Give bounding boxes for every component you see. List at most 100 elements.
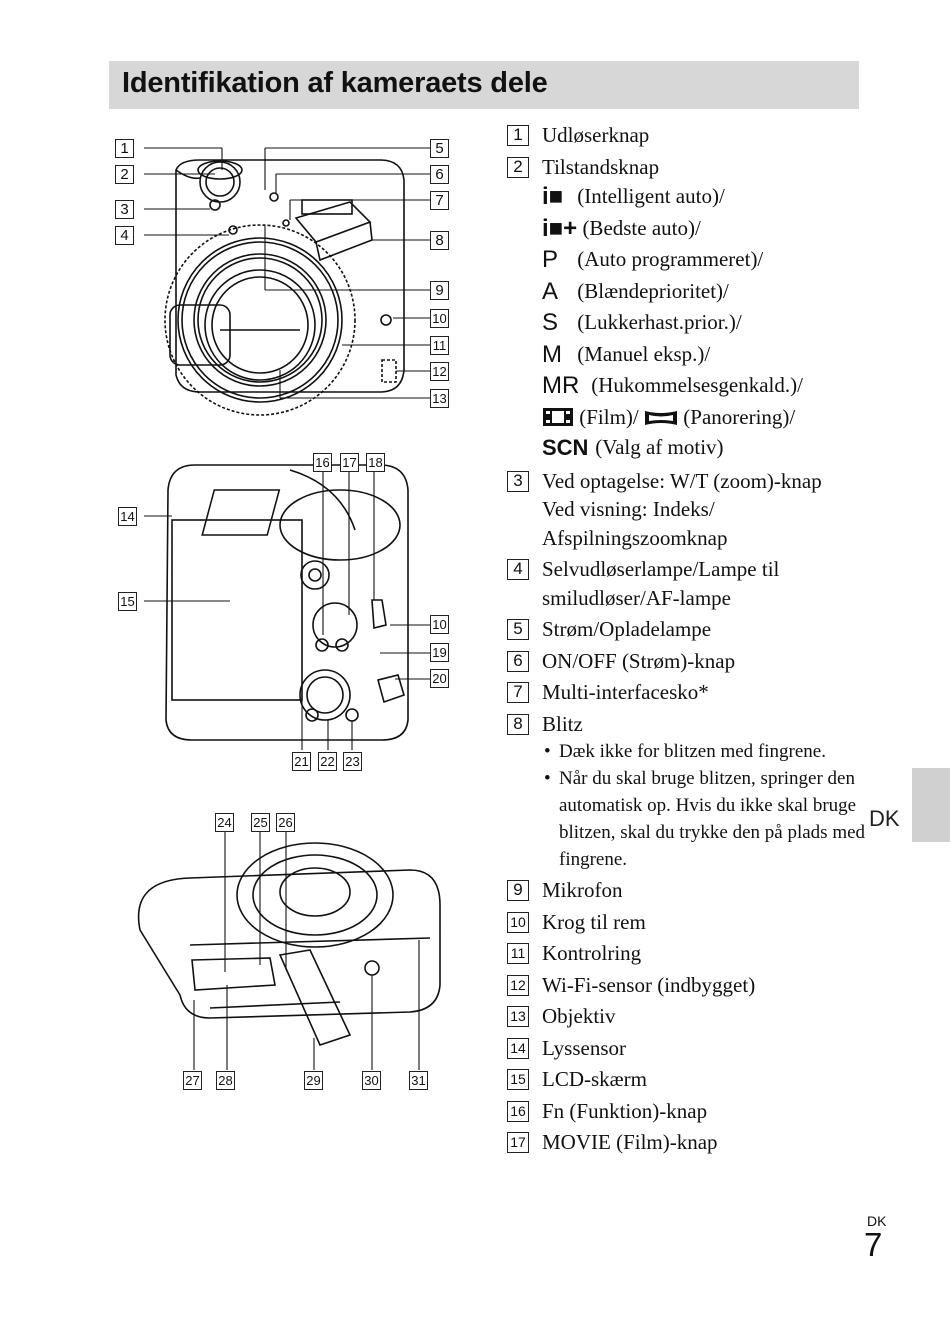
mode-item: SCN (Valg af motiv) (542, 432, 867, 464)
callout: 4 (115, 226, 134, 245)
item-number: 9 (507, 880, 529, 901)
camera-back-illustration (144, 464, 430, 750)
mode-item: MR (Hukommelsesgenkald.)/ (542, 370, 867, 402)
item-text: MOVIE (Film)-knap (542, 1130, 718, 1154)
callout: 28 (216, 1071, 235, 1090)
callout: 19 (430, 643, 449, 662)
aperture-priority-icon: A (542, 277, 559, 305)
callout: 15 (118, 592, 137, 611)
camera-front-illustration (144, 147, 436, 416)
flash-note: Når du skal bruge blitzen, springer den … (542, 765, 867, 873)
panorama-icon (645, 410, 678, 425)
list-item: 15 LCD-skærm (507, 1065, 867, 1094)
callout: 13 (430, 389, 449, 408)
item-text: Multi-interfacesko* (542, 680, 709, 704)
page-title: Identifikation af kameraets dele (122, 67, 548, 99)
callout: 6 (430, 165, 449, 184)
item-text: Lyssensor (542, 1035, 626, 1060)
mode-item: i■ (Intelligent auto)/ (542, 181, 867, 213)
list-item: 1 Udløserknap (507, 121, 867, 150)
intelligent-auto-icon: i■ (542, 183, 564, 210)
item-text: Wi-Fi-sensor (indbygget) (542, 972, 756, 997)
callout: 11 (430, 336, 449, 355)
item-number: 17 (507, 1132, 529, 1153)
callout: 30 (362, 1071, 381, 1090)
item-number: 3 (507, 470, 529, 492)
side-language-label: DK (869, 806, 900, 831)
memory-recall-icon: MR (542, 372, 580, 399)
item-text: Strøm/Opladelampe (542, 617, 712, 641)
mode-label: (Valg af motiv) (595, 435, 724, 459)
mode-label: (Film)/ (579, 404, 639, 429)
list-item: 2 Tilstandsknap i■ (Intelligent auto)/ i… (507, 153, 867, 464)
callout: 21 (292, 752, 311, 771)
list-item: 6 ON/OFF (Strøm)-knap (507, 647, 867, 676)
item-text: Blitz (542, 711, 583, 736)
callout: 26 (276, 813, 295, 832)
mode-label: (Blændeprioritet)/ (577, 278, 729, 303)
list-item: 8 Blitz Dæk ikke for blitzen med fingren… (507, 710, 867, 874)
callout: 12 (430, 362, 449, 381)
item-text: Udløserknap (542, 123, 650, 147)
list-item: 14 Lyssensor (507, 1034, 867, 1063)
item-number: 15 (507, 1069, 529, 1090)
callout: 27 (183, 1071, 202, 1090)
callout: 10 (430, 615, 449, 634)
list-item: 16 Fn (Funktion)-knap (507, 1097, 867, 1126)
callout: 25 (251, 813, 270, 832)
callout: 9 (430, 281, 449, 300)
callout: 7 (430, 191, 449, 210)
title-bar: Identifikation af kameraets dele (109, 61, 859, 109)
item-number: 6 (507, 650, 529, 672)
callout: 16 (313, 453, 332, 472)
superior-auto-icon: i■+ (542, 214, 578, 242)
callout: 22 (318, 752, 337, 771)
mode-list: i■ (Intelligent auto)/ i■+ (Bedste auto)… (542, 181, 867, 464)
item-number: 8 (507, 713, 529, 735)
list-item: 3 Ved optagelse: W/T (zoom)-knap Ved vis… (507, 467, 867, 553)
mode-item: A (Blændeprioritet)/ (542, 276, 867, 308)
mode-label: (Bedste auto)/ (582, 215, 701, 240)
callout: 18 (366, 453, 385, 472)
callout: 24 (215, 813, 234, 832)
mode-label: (Lukkerhast.prior.)/ (577, 310, 742, 334)
list-item: 13 Objektiv (507, 1002, 867, 1031)
mode-item: S (Lukkerhast.prior.)/ (542, 307, 867, 339)
callout: 3 (115, 200, 134, 219)
item-text: Mikrofon (542, 878, 623, 902)
callout: 31 (409, 1071, 428, 1090)
callout: 14 (118, 507, 137, 526)
item-number: 16 (507, 1100, 529, 1122)
manual-icon: M (542, 340, 562, 368)
item-text: Tilstandsknap (542, 154, 660, 179)
mode-item: i■+ (Bedste auto)/ (542, 213, 867, 245)
camera-bottom-illustration (137, 830, 441, 1070)
list-item: 5 Strøm/Opladelampe (507, 615, 867, 644)
scene-icon: SCN (542, 435, 589, 460)
callout: 23 (343, 752, 362, 771)
item-text: Objektiv (542, 1004, 616, 1028)
item-text: LCD-skærm (542, 1067, 647, 1091)
item-text: Ved optagelse: W/T (zoom)-knap Ved visni… (542, 468, 822, 550)
item-number: 14 (507, 1037, 529, 1059)
item-text: ON/OFF (Strøm)-knap (542, 648, 736, 673)
list-item: 11 Kontrolring (507, 939, 867, 968)
callout: 1 (115, 139, 134, 158)
page-number: 7 (864, 1226, 883, 1263)
parts-list: 1 Udløserknap 2 Tilstandsknap i■ (Intell… (507, 121, 867, 1157)
callout: 20 (430, 669, 449, 688)
list-item: 17 MOVIE (Film)-knap (507, 1128, 867, 1157)
item-text: Kontrolring (542, 941, 642, 965)
item-number: 10 (507, 911, 529, 933)
list-item: 10 Krog til rem (507, 908, 867, 937)
mode-label: (Hukommelsesgenkald.)/ (591, 373, 803, 397)
list-item: 4 Selvudløserlampe/Lampe til smiludløser… (507, 555, 867, 612)
mode-label: (Manuel eksp.)/ (577, 341, 711, 366)
mode-label: (Auto programmeret)/ (577, 247, 764, 271)
item-text: Selvudløserlampe/Lampe til smiludløser/A… (542, 557, 780, 610)
mode-item: P (Auto programmeret)/ (542, 244, 867, 276)
item-text: Krog til rem (542, 909, 646, 934)
movie-icon (543, 407, 573, 426)
list-item: 7 Multi-interfacesko* (507, 678, 867, 707)
list-item: 9 Mikrofon (507, 876, 867, 905)
